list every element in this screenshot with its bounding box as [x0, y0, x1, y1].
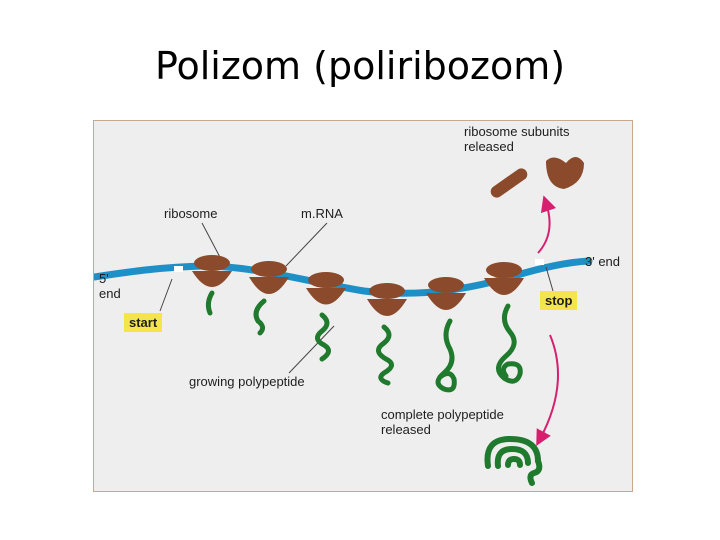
mrna-strand — [94, 257, 593, 297]
slide-title: Polizom (poliribozom) — [154, 44, 566, 88]
stop-codon-mark — [535, 259, 544, 265]
released-subunits-icon — [490, 157, 584, 198]
five-prime-end-label: 5' end — [99, 271, 121, 301]
growing-polypeptide-label: growing polypeptide — [189, 374, 305, 389]
polysome-diagram — [94, 157, 593, 486]
ribosome-icon — [426, 277, 466, 393]
complete-polypeptide-label: complete polypeptide released — [381, 407, 504, 437]
release-arrow-icon — [536, 334, 559, 447]
ribosome-label: ribosome — [164, 206, 218, 221]
subunits-released-label: ribosome subunits released — [464, 124, 570, 154]
start-codon-label: start — [124, 313, 163, 332]
ribosome-icon — [306, 272, 346, 362]
ribosome-icon — [367, 283, 407, 386]
polypeptide-icon — [484, 435, 543, 486]
start-codon-mark — [174, 266, 183, 272]
ribosome-icon — [192, 255, 232, 316]
stop-codon-label: stop — [540, 291, 578, 310]
mrna-label: m.RNA — [301, 206, 343, 221]
polysome-figure: ribosome subunits released ribosome m.RN… — [93, 120, 633, 492]
ribosome-icon — [484, 262, 524, 384]
ribosome-icon — [249, 261, 289, 336]
release-arrow-icon — [537, 195, 557, 254]
three-prime-end-label: 3' end — [585, 254, 621, 269]
